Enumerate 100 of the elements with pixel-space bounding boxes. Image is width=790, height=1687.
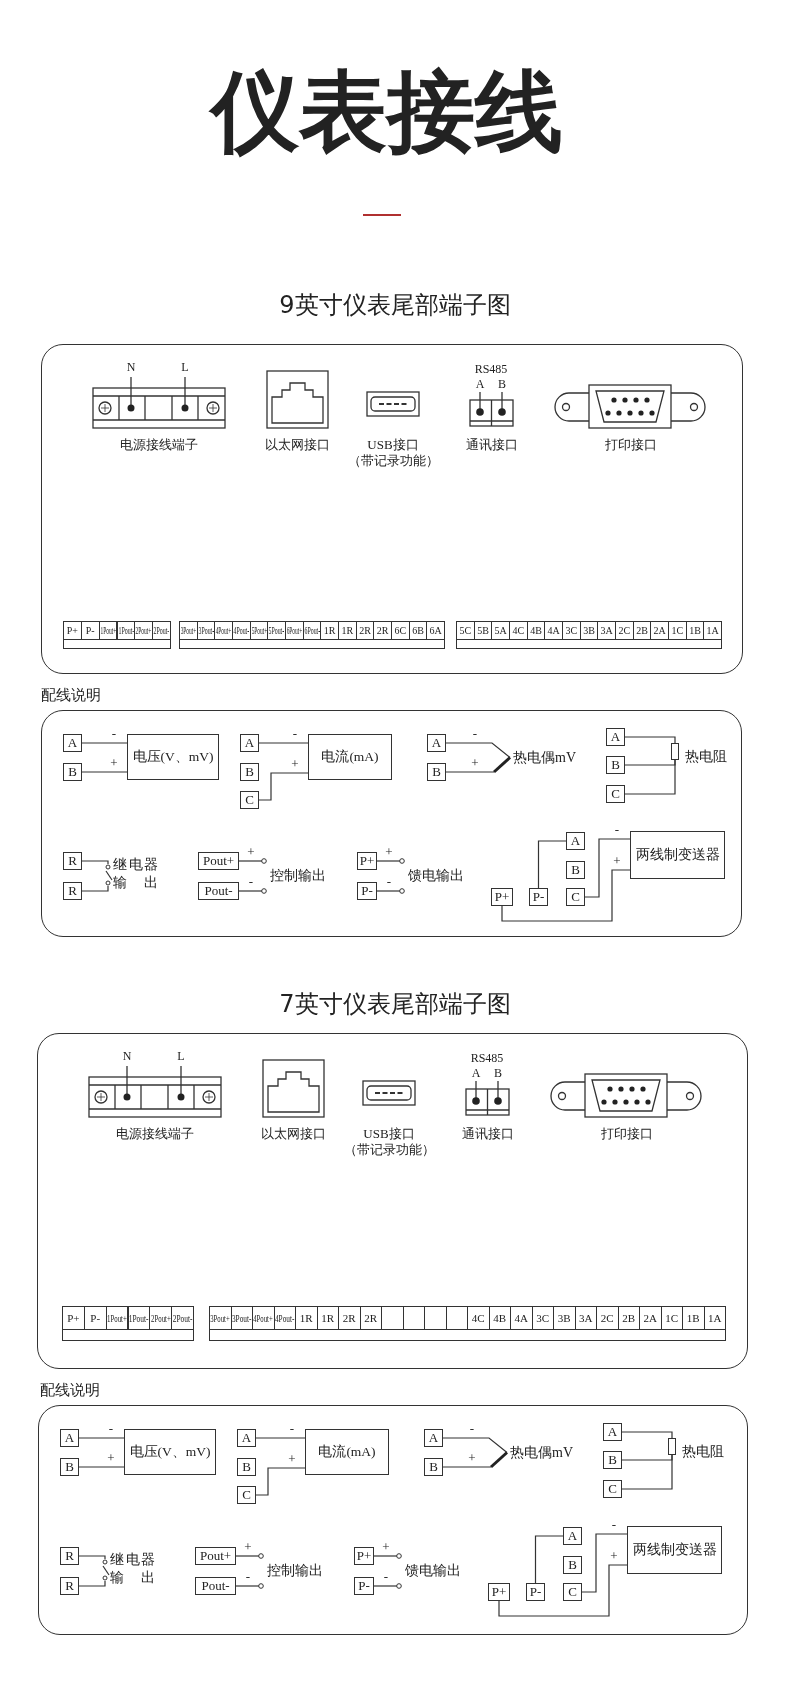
wire [81, 742, 128, 744]
terminal-cell: 1Pout+ [98, 621, 118, 640]
terminal-cell: P+ [62, 1306, 85, 1330]
wire [534, 1535, 564, 1584]
component-label: 热电阻 [682, 1443, 724, 1461]
polarity-label: - [111, 726, 117, 740]
wire [255, 1437, 306, 1439]
port-label: 电源接线端子 [116, 1126, 194, 1142]
terminal-cell: 1Pout+ [105, 1306, 129, 1330]
component-label: 热电阻 [685, 748, 727, 766]
terminal-box: C [237, 1486, 256, 1504]
wire [78, 1466, 125, 1468]
terminal-box: R [60, 1547, 79, 1565]
wire [624, 736, 676, 744]
terminal-box: B [566, 861, 585, 879]
section-heading: 配线说明 [41, 685, 101, 705]
pin-label: A [475, 378, 485, 391]
terminal-box: P+ [488, 1583, 510, 1601]
output-label: 控制输出 [261, 1547, 323, 1595]
port-label: 电源接线端子 [120, 437, 198, 453]
wire [255, 1467, 306, 1496]
wire [235, 1583, 264, 1589]
wire [624, 759, 676, 795]
device-label: 热电偶mV [513, 749, 576, 767]
polarity-label: - [383, 1569, 389, 1583]
polarity-label: - [386, 874, 392, 888]
pin-label: N [126, 361, 136, 374]
terminal-box: B [424, 1458, 443, 1476]
terminal-box: P- [354, 1577, 374, 1595]
terminal-box: P+ [354, 1547, 374, 1565]
wire [81, 885, 109, 892]
terminal-box: C [606, 785, 625, 803]
wire [235, 1553, 264, 1559]
terminal-cell: 2Pout- [152, 621, 171, 640]
terminal-box: P- [526, 1583, 545, 1601]
terminal-box: Pout- [195, 1577, 236, 1595]
polarity-label: + [244, 1539, 252, 1553]
polarity-label: + [471, 755, 479, 769]
terminal-box: P- [357, 882, 377, 900]
port-label: USB接口 [367, 437, 419, 453]
terminal-cell: 3Pout+ [209, 1306, 232, 1330]
output-label: 馈电输出 [402, 852, 468, 900]
terminal-cell: 1Pout- [127, 1306, 151, 1330]
device-box: 电流(mA) [308, 734, 392, 780]
wire [258, 742, 309, 744]
device-box: 两线制变送器 [630, 831, 725, 879]
terminal-box: R [63, 852, 82, 870]
polarity-label: + [468, 1450, 476, 1464]
terminal-box: P+ [491, 888, 513, 906]
terminal-box: A [237, 1429, 256, 1447]
terminal-cell: 2Pout- [171, 1306, 194, 1330]
polarity-label: - [289, 1421, 295, 1435]
wire [376, 858, 405, 864]
port-label: 通讯接口 [466, 437, 518, 453]
pin-label: L [181, 361, 189, 374]
polarity-label: + [385, 844, 393, 858]
terminal-box: C [563, 1583, 582, 1601]
terminal-box: C [566, 888, 585, 906]
pin-label: L [177, 1050, 185, 1063]
wire [498, 1564, 628, 1617]
wire [78, 1555, 106, 1560]
terminal-box: B [606, 756, 625, 774]
terminal-cell: 1A [703, 1306, 726, 1330]
polarity-label: + [613, 853, 621, 867]
terminal-cell: P+ [63, 621, 82, 640]
wire [445, 771, 489, 773]
resistor-symbol [668, 1438, 676, 1455]
polarity-label: + [610, 1548, 618, 1562]
wire [373, 1553, 402, 1559]
polarity-label: - [248, 874, 254, 888]
port-label: （带记录功能） [347, 453, 439, 469]
pin-label: N [122, 1050, 132, 1063]
terminal-box: P+ [357, 852, 377, 870]
polarity-label: - [472, 726, 478, 740]
terminal-box: B [63, 763, 82, 781]
wire [445, 742, 489, 744]
wire [442, 1466, 486, 1468]
terminal-cell: 1Pout- [116, 621, 136, 640]
polarity-label: + [110, 755, 118, 769]
terminal-box: P- [529, 888, 548, 906]
terminal-box: Pout+ [195, 1547, 236, 1565]
device-label: 热电偶mV [510, 1444, 573, 1462]
wire [238, 888, 267, 894]
wire [537, 840, 567, 889]
polarity-label: - [245, 1569, 251, 1583]
port-label: 以太网接口 [260, 1126, 326, 1142]
wire [81, 860, 109, 865]
terminal-box: B [60, 1458, 79, 1476]
wire [373, 1583, 402, 1589]
terminal-box: A [603, 1423, 622, 1441]
device-box: 电压(V、mV) [127, 734, 219, 780]
polarity-label: + [247, 844, 255, 858]
port-label: 打印接口 [601, 1126, 653, 1142]
terminal-box: A [566, 832, 585, 850]
wire [78, 1437, 125, 1439]
terminal-box: A [240, 734, 259, 752]
pin-label: B [498, 378, 506, 391]
relay-switch-symbol [103, 864, 113, 886]
polarity-label: + [291, 756, 299, 770]
terminal-box: B [240, 763, 259, 781]
